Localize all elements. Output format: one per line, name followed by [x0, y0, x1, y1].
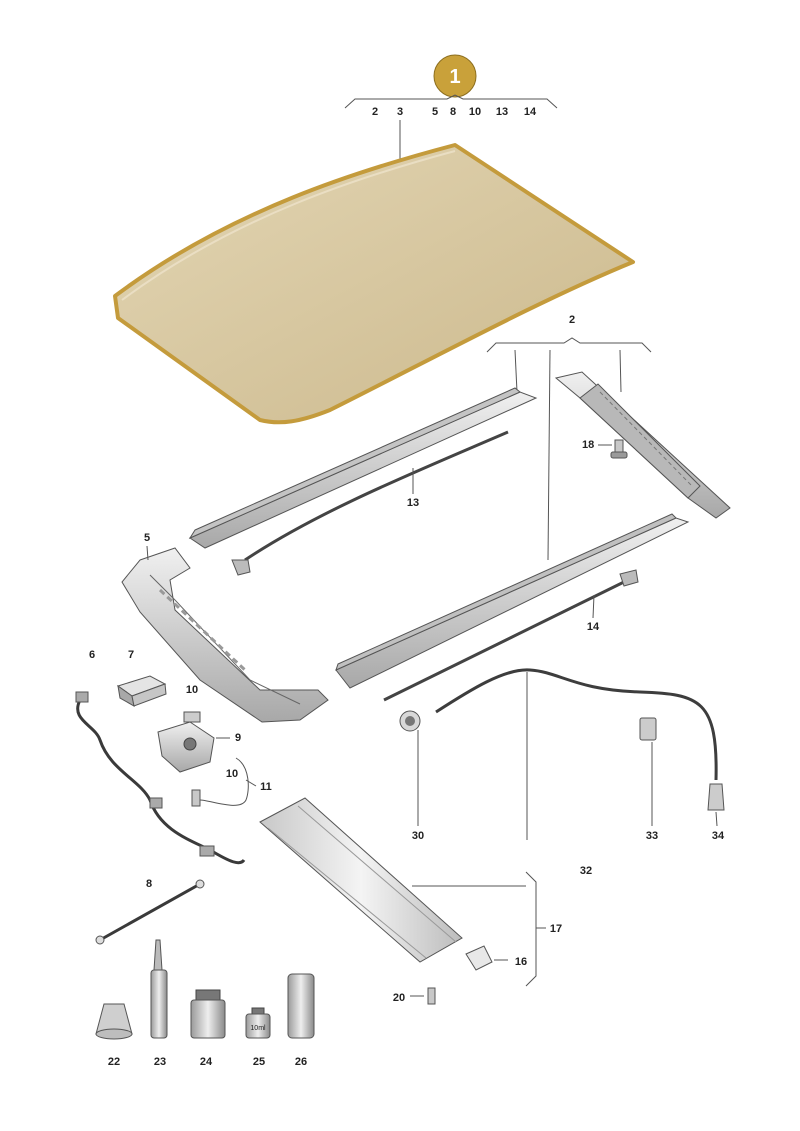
label-10a: 10: [186, 684, 198, 696]
label-17: 17: [550, 923, 562, 935]
top-label-2: 2: [372, 106, 378, 118]
label-24: 24: [200, 1056, 213, 1068]
can-26[interactable]: [287, 973, 315, 1039]
container-24[interactable]: [190, 989, 226, 1039]
label-14: 14: [587, 621, 600, 633]
label-10b: 10: [226, 768, 238, 780]
seal-13[interactable]: [231, 430, 509, 576]
top-label-5: 5: [432, 106, 438, 118]
tape-roll-22[interactable]: [95, 1003, 133, 1040]
label-5: 5: [144, 532, 150, 544]
label-33: 33: [646, 830, 658, 842]
label-16: 16: [515, 956, 527, 968]
control-unit-7[interactable]: [116, 675, 167, 707]
bottle-text: 10ml: [250, 1025, 266, 1032]
drain-cable-32[interactable]: [435, 668, 718, 781]
label-30: 30: [412, 830, 424, 842]
right-lower-guide-rail[interactable]: [335, 513, 690, 689]
label-11: 11: [260, 781, 272, 793]
label-25: 25: [253, 1056, 265, 1068]
grease-tube-23[interactable]: [150, 939, 168, 1039]
top-label-3: 3: [397, 106, 403, 118]
clip-33[interactable]: [639, 717, 657, 741]
label-22: 22: [108, 1056, 120, 1068]
label-8: 8: [146, 878, 152, 890]
roof-panel[interactable]: [113, 143, 635, 425]
label-26: 26: [295, 1056, 307, 1068]
bolt-10[interactable]: [191, 789, 201, 807]
bracket-10[interactable]: [183, 711, 201, 723]
bolt-18[interactable]: [610, 439, 628, 459]
valve-34[interactable]: [707, 783, 725, 811]
earth-strap-8[interactable]: [95, 879, 205, 945]
label-13: 13: [407, 497, 419, 509]
top-group-labels: 2 3 5 8 10 13 14: [372, 106, 537, 118]
part-1-badge[interactable]: 1: [433, 54, 477, 98]
label-7: 7: [128, 649, 134, 661]
label-32: 32: [580, 865, 592, 877]
label-rail-group: 2: [569, 314, 575, 326]
top-label-13: 13: [496, 106, 508, 118]
right-guide-rail[interactable]: [554, 371, 731, 519]
top-label-8: 8: [450, 106, 456, 118]
label-23: 23: [154, 1056, 166, 1068]
label-34: 34: [712, 830, 725, 842]
frame-5[interactable]: [121, 547, 329, 723]
label-9: 9: [235, 732, 241, 744]
label-20: 20: [393, 992, 405, 1004]
top-group-bracket: [344, 94, 558, 109]
screw-20[interactable]: [427, 987, 436, 1005]
label-6: 6: [89, 649, 95, 661]
sun-shade-17[interactable]: [259, 797, 463, 963]
left-guide-rail[interactable]: [188, 387, 538, 549]
top-label-14: 14: [524, 106, 537, 118]
rail-group-bracket: [486, 337, 652, 353]
bottle-25[interactable]: 10ml: [245, 1007, 271, 1039]
seal-14[interactable]: [383, 569, 639, 702]
label-18: 18: [582, 439, 594, 451]
top-label-10: 10: [469, 106, 481, 118]
wiring-harness-6[interactable]: [75, 691, 246, 865]
guide-16[interactable]: [465, 945, 493, 971]
connector-30[interactable]: [399, 710, 421, 732]
badge-label: 1: [449, 66, 460, 88]
motor-9[interactable]: [157, 721, 215, 773]
